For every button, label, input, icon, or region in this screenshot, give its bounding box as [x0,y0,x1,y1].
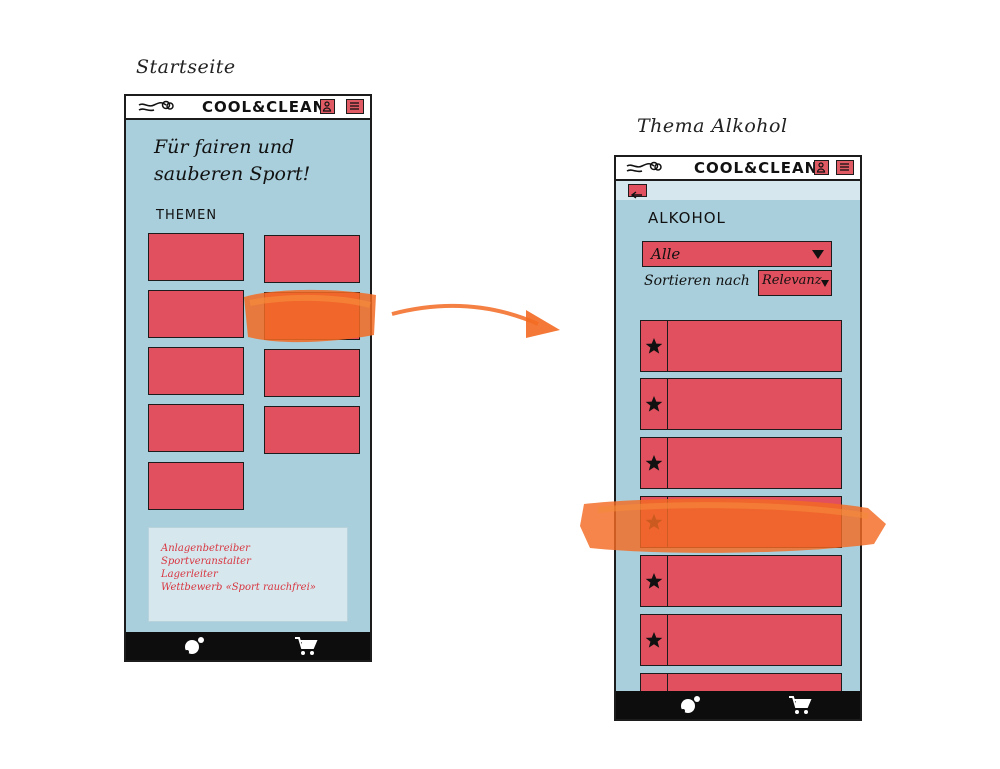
favorite-toggle[interactable] [641,321,668,371]
star-icon [645,632,663,648]
sort-label: Sortieren nach [644,273,750,289]
star-icon [645,514,663,530]
topic-screen: COOL&CLEAN ALKOHOL Alle Sortie [614,155,862,721]
hamburger-menu-icon [350,102,359,110]
topic-sub-bar [616,181,860,200]
home-screen: COOL&CLEAN Für fairen und sauberen Sport… [124,94,372,662]
community-icon[interactable] [678,695,702,715]
transition-arrow [391,304,560,338]
topic-top-bar: COOL&CLEAN [616,157,860,181]
link-lagerleiter[interactable]: Lagerleiter [161,569,218,580]
list-item[interactable] [640,437,842,489]
home-headline: Für fairen und sauberen Sport! [154,136,311,185]
topic-tile[interactable] [264,349,360,397]
user-icon [322,101,332,112]
list-item[interactable] [640,614,842,666]
user-button[interactable] [814,160,829,175]
topic-title: ALKOHOL [648,209,726,227]
topic-bottom-nav [616,691,860,719]
sort-dropdown[interactable]: Relevanz [758,270,832,296]
cart-icon[interactable] [294,636,318,656]
topic-tile[interactable] [264,406,360,454]
category-filter-dropdown[interactable]: Alle [642,241,832,267]
back-arrow-icon [630,191,642,199]
topic-tile[interactable] [148,347,244,395]
chevron-down-icon [821,280,829,287]
topic-tile[interactable] [264,235,360,283]
list-item[interactable] [640,555,842,607]
community-icon[interactable] [182,636,206,656]
topic-tile[interactable] [148,404,244,452]
topic-screen-caption: Thema Alkohol [637,115,788,137]
favorite-toggle[interactable] [641,615,668,665]
brand-logo-text: COOL&CLEAN [694,159,819,177]
star-icon [645,396,663,412]
list-item-selected[interactable] [640,496,842,548]
topic-tile[interactable] [148,462,244,510]
favorite-toggle[interactable] [641,438,668,488]
back-button[interactable] [628,184,647,199]
favorite-toggle[interactable] [641,379,668,429]
star-icon [645,573,663,589]
user-button[interactable] [320,99,335,114]
list-item[interactable] [640,320,842,372]
cart-icon[interactable] [788,695,812,715]
topic-tile-alkohol[interactable] [264,292,360,340]
squiggle-logo-icon[interactable] [138,99,174,115]
star-icon [645,455,663,471]
link-wettbewerb[interactable]: Wettbewerb «Sport rauchfrei» [161,582,316,593]
topics-heading: THEMEN [156,208,218,223]
favorite-toggle[interactable] [641,497,668,547]
star-icon [645,338,663,354]
menu-button[interactable] [346,99,364,114]
sort-value: Relevanz [762,273,822,288]
hamburger-menu-icon [840,163,849,171]
home-top-bar: COOL&CLEAN [126,96,370,120]
list-item[interactable] [640,378,842,430]
link-sportveranstalter[interactable]: Sportveranstalter [161,556,251,567]
brand-logo-text: COOL&CLEAN [202,98,327,116]
user-icon [816,162,826,173]
link-anlagenbetreiber[interactable]: Anlagenbetreiber [161,543,250,554]
topic-tile[interactable] [148,233,244,281]
home-screen-caption: Startseite [136,56,236,78]
topic-tile[interactable] [148,290,244,338]
category-filter-value: Alle [651,245,681,263]
squiggle-logo-icon[interactable] [626,160,662,176]
home-bottom-nav [126,632,370,660]
favorite-toggle[interactable] [641,556,668,606]
menu-button[interactable] [836,160,854,175]
chevron-down-icon [812,250,824,259]
audience-links-panel: Anlagenbetreiber Sportveranstalter Lager… [148,527,348,622]
